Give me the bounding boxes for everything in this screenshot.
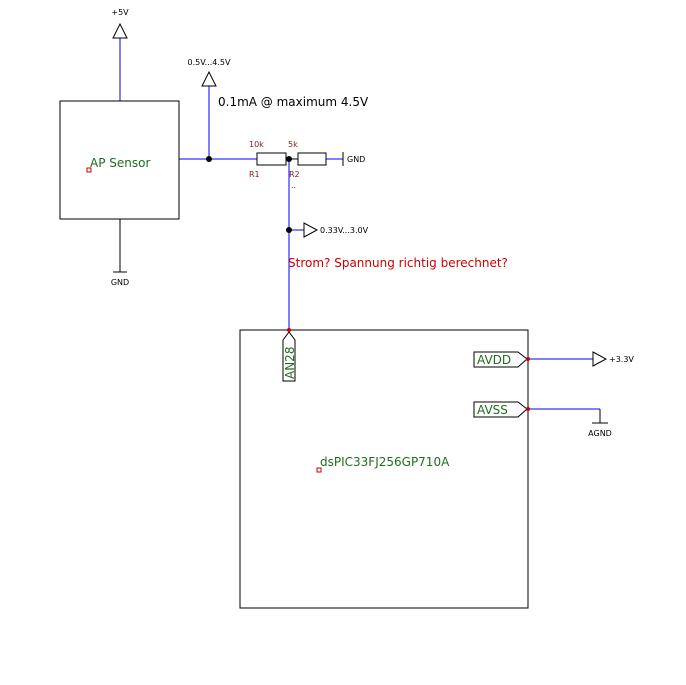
supply-5v-arrow	[112, 22, 128, 39]
mcu-origin-marker	[316, 467, 322, 473]
junction-probe-low	[286, 227, 292, 233]
r2-value: 5k	[288, 140, 298, 149]
pin-avss-shape	[473, 401, 528, 418]
mcu-name: dsPIC33FJ256GP710A	[320, 455, 450, 469]
junction-sensor-r1	[206, 156, 212, 162]
junction-divider	[286, 156, 292, 162]
supply-5v-label: +5V	[111, 8, 129, 17]
resistor-r1	[256, 152, 287, 166]
r1-ref: R1	[249, 170, 260, 179]
probe-sensor-range-arrow	[201, 70, 217, 87]
mcu-block	[239, 329, 529, 609]
probe-divided-range-label: 0.33V...3.0V	[320, 226, 369, 235]
probe-sensor-range-label: 0.5V...4.5V	[188, 58, 232, 67]
pin-avdd-dot	[526, 357, 530, 361]
pin-avss-label: AVSS	[477, 403, 508, 417]
agnd-label: AGND	[588, 429, 612, 438]
pin-an28-dot	[287, 328, 291, 332]
pin-an28-shape	[282, 331, 296, 382]
ap-sensor-label: AP Sensor	[90, 156, 150, 170]
pin-avdd-label: AVDD	[477, 353, 511, 367]
r2-ref: R2	[289, 170, 300, 179]
ap-sensor-origin-marker	[86, 167, 92, 173]
r1-value: 10k	[249, 140, 264, 149]
gnd-divider-label: GND	[347, 155, 365, 164]
gnd-sensor-label: GND	[111, 278, 129, 287]
current-note: 0.1mA @ maximum 4.5V	[218, 95, 369, 109]
pin-avdd-shape	[473, 351, 528, 368]
resistor-r2	[297, 152, 327, 166]
pin-an28-label: AN28	[283, 347, 297, 379]
question-note: Strom? Spannung richtig berechnet?	[288, 256, 508, 270]
supply-3v3-arrow	[592, 351, 608, 367]
ap-sensor-block	[59, 100, 180, 220]
probe-divided-range-arrow	[303, 222, 319, 238]
supply-3v3-label: +3.3V	[609, 355, 634, 364]
pin-avss-dot	[526, 407, 530, 411]
r2-ref-mark: ..	[291, 181, 296, 190]
